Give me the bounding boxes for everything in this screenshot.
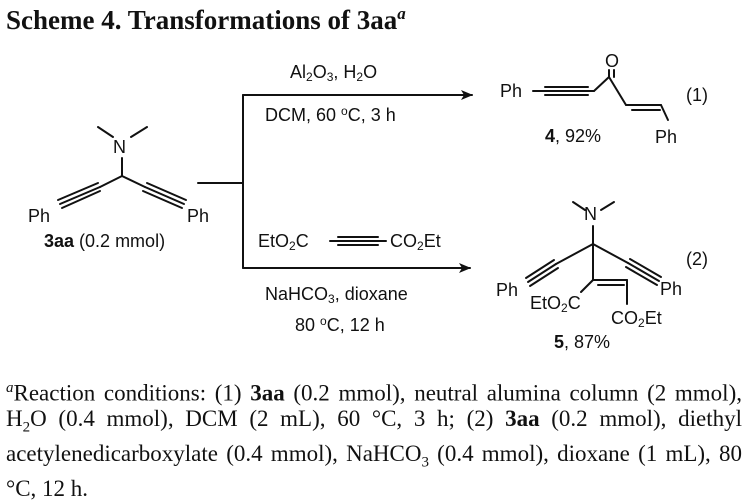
product4-label: 4, 92% <box>545 127 601 145</box>
product4-yield: , 92% <box>555 126 602 146</box>
reaction-scheme-graphic <box>57 69 669 305</box>
bond-right-1 <box>121 175 146 188</box>
equation-number-1: (1) <box>686 85 708 105</box>
reaction1-conditions: DCM, 60 oC, 3 h <box>265 104 396 125</box>
product5-ester-left: EtO2C <box>530 293 581 315</box>
reaction1-reagent: Al2O3, H2O <box>290 62 378 84</box>
n-methyl-bond-right <box>130 126 148 138</box>
reaction2-base: NaHCO3, dioxane <box>265 284 408 306</box>
compound-4: 4 <box>545 126 556 146</box>
product5-label: 5, 87% <box>554 333 610 351</box>
reactant-amount: (0.2 mmol) <box>74 231 166 251</box>
ph-right-label: Ph <box>187 206 210 226</box>
scheme-title: Scheme 4. Transformations of 3aaa <box>6 4 406 36</box>
product5-ph-left: Ph <box>496 280 519 300</box>
scheme-title-text: Scheme 4. Transformations of 3aa <box>6 5 398 35</box>
footnote-marker: a <box>6 380 14 396</box>
reagent-ester-right: CO2Et <box>390 231 441 253</box>
ph-left-label: Ph <box>28 206 51 226</box>
scheme-footnote: aReaction conditions: (1) 3aa (0.2 mmol)… <box>6 380 742 502</box>
reaction2-conditions: 80 oC, 12 h <box>295 314 385 335</box>
product5-n: N <box>584 204 597 224</box>
product5-ph-right: Ph <box>660 279 683 299</box>
product5-yield: , 87% <box>564 332 611 352</box>
reagent-ester-left: EtO2C <box>258 231 309 253</box>
equation-number-2: (2) <box>686 249 708 269</box>
product4-ph2: Ph <box>655 127 678 147</box>
product5-ester-right: CO2Et <box>611 308 662 330</box>
product4-o: O <box>605 51 620 71</box>
bond-left-1 <box>99 175 123 188</box>
compound-3aa: 3aa <box>44 231 75 251</box>
compound-5: 5 <box>554 332 565 352</box>
n-atom-label: N <box>113 137 126 157</box>
n-methyl-bond-left <box>97 126 114 138</box>
title-footnote-marker: a <box>397 4 406 23</box>
reactant-label: 3aa (0.2 mmol) <box>44 232 165 250</box>
product4-ph1: Ph <box>500 81 523 101</box>
